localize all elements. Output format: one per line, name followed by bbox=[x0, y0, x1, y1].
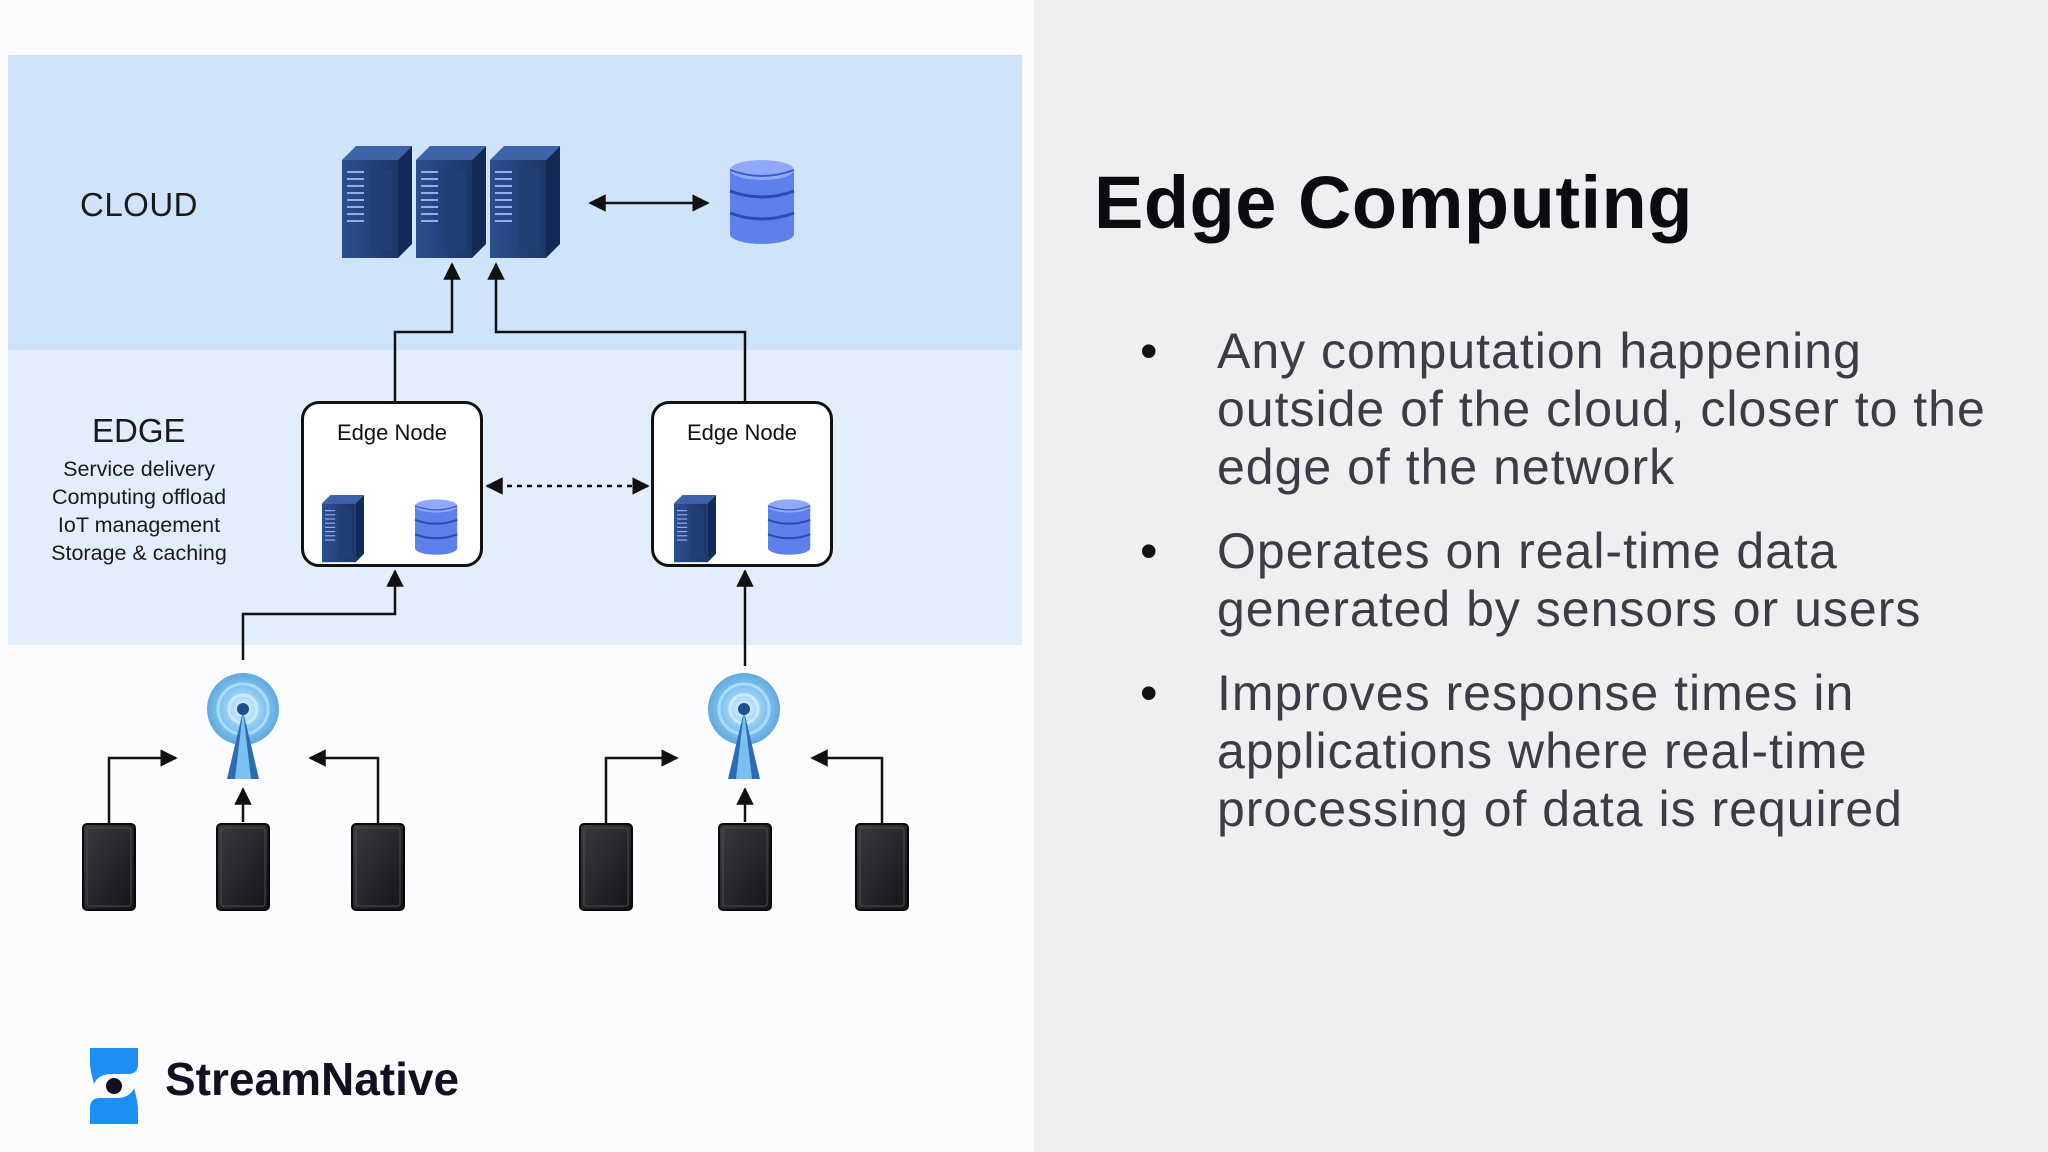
node2-to-cloud-arrow bbox=[487, 262, 747, 401]
antenna-tower-icon bbox=[205, 671, 281, 781]
cloud-label: CLOUD bbox=[80, 186, 199, 223]
bullet-marker: • bbox=[1140, 665, 1159, 721]
edge-function-item: Computing offload bbox=[51, 485, 227, 509]
text-panel bbox=[1034, 0, 2048, 1152]
bullet-list: • Any computation happening outside of t… bbox=[1140, 322, 2030, 864]
server-rack-icon bbox=[673, 494, 717, 563]
mobile-device-icon bbox=[718, 823, 772, 911]
server-rack-icon bbox=[415, 145, 487, 259]
bullet-item: • Improves response times in application… bbox=[1140, 664, 2030, 838]
mobile-device-icon bbox=[579, 823, 633, 911]
device-to-tower-arrow bbox=[107, 749, 178, 824]
edge-label: EDGE bbox=[92, 412, 186, 449]
edge-node-label: Edge Node bbox=[336, 420, 448, 445]
bullet-text: Improves response times in applications … bbox=[1217, 665, 1903, 837]
database-icon bbox=[728, 158, 796, 246]
database-icon bbox=[767, 498, 812, 556]
streamnative-logo-icon bbox=[90, 1048, 138, 1124]
mobile-device-icon bbox=[216, 823, 270, 911]
edge-zone bbox=[8, 350, 1022, 645]
mobile-device-icon bbox=[82, 823, 136, 911]
server-rack-icon bbox=[321, 494, 365, 563]
bullet-marker: • bbox=[1140, 523, 1159, 579]
device-to-tower-arrow bbox=[308, 749, 380, 824]
edge-node-label: Edge Node bbox=[686, 420, 798, 445]
edge-function-item: IoT management bbox=[57, 513, 221, 537]
edge-functions-list: Service delivery Computing offload IoT m… bbox=[20, 455, 258, 567]
slide-title: Edge Computing bbox=[1094, 161, 1693, 244]
bullet-text: Any computation happening outside of the… bbox=[1217, 323, 1986, 495]
device-to-tower-arrow bbox=[604, 749, 679, 824]
server-rack-icon bbox=[489, 145, 561, 259]
diagram-graphics bbox=[82, 145, 909, 911]
node1-to-cloud-arrow bbox=[393, 262, 461, 401]
device-to-tower-arrow bbox=[810, 749, 884, 824]
edge-function-item: Service delivery bbox=[63, 457, 215, 481]
tower1-to-node-arrow bbox=[241, 569, 404, 660]
mobile-device-icon bbox=[855, 823, 909, 911]
edge-function-item: Storage & caching bbox=[51, 541, 227, 565]
mobile-device-icon bbox=[351, 823, 405, 911]
database-icon bbox=[414, 498, 459, 556]
bullet-item: • Operates on real-time data generated b… bbox=[1140, 522, 2030, 638]
server-rack-icon bbox=[341, 145, 413, 259]
bullet-marker: • bbox=[1140, 323, 1159, 379]
bullet-text: Operates on real-time data generated by … bbox=[1217, 523, 1922, 637]
brand-name: StreamNative bbox=[165, 1053, 460, 1105]
bullet-item: • Any computation happening outside of t… bbox=[1140, 322, 2030, 496]
edge-computing-diagram: CLOUD EDGE Service delivery Computing of… bbox=[8, 55, 1022, 911]
antenna-tower-icon bbox=[706, 671, 782, 781]
